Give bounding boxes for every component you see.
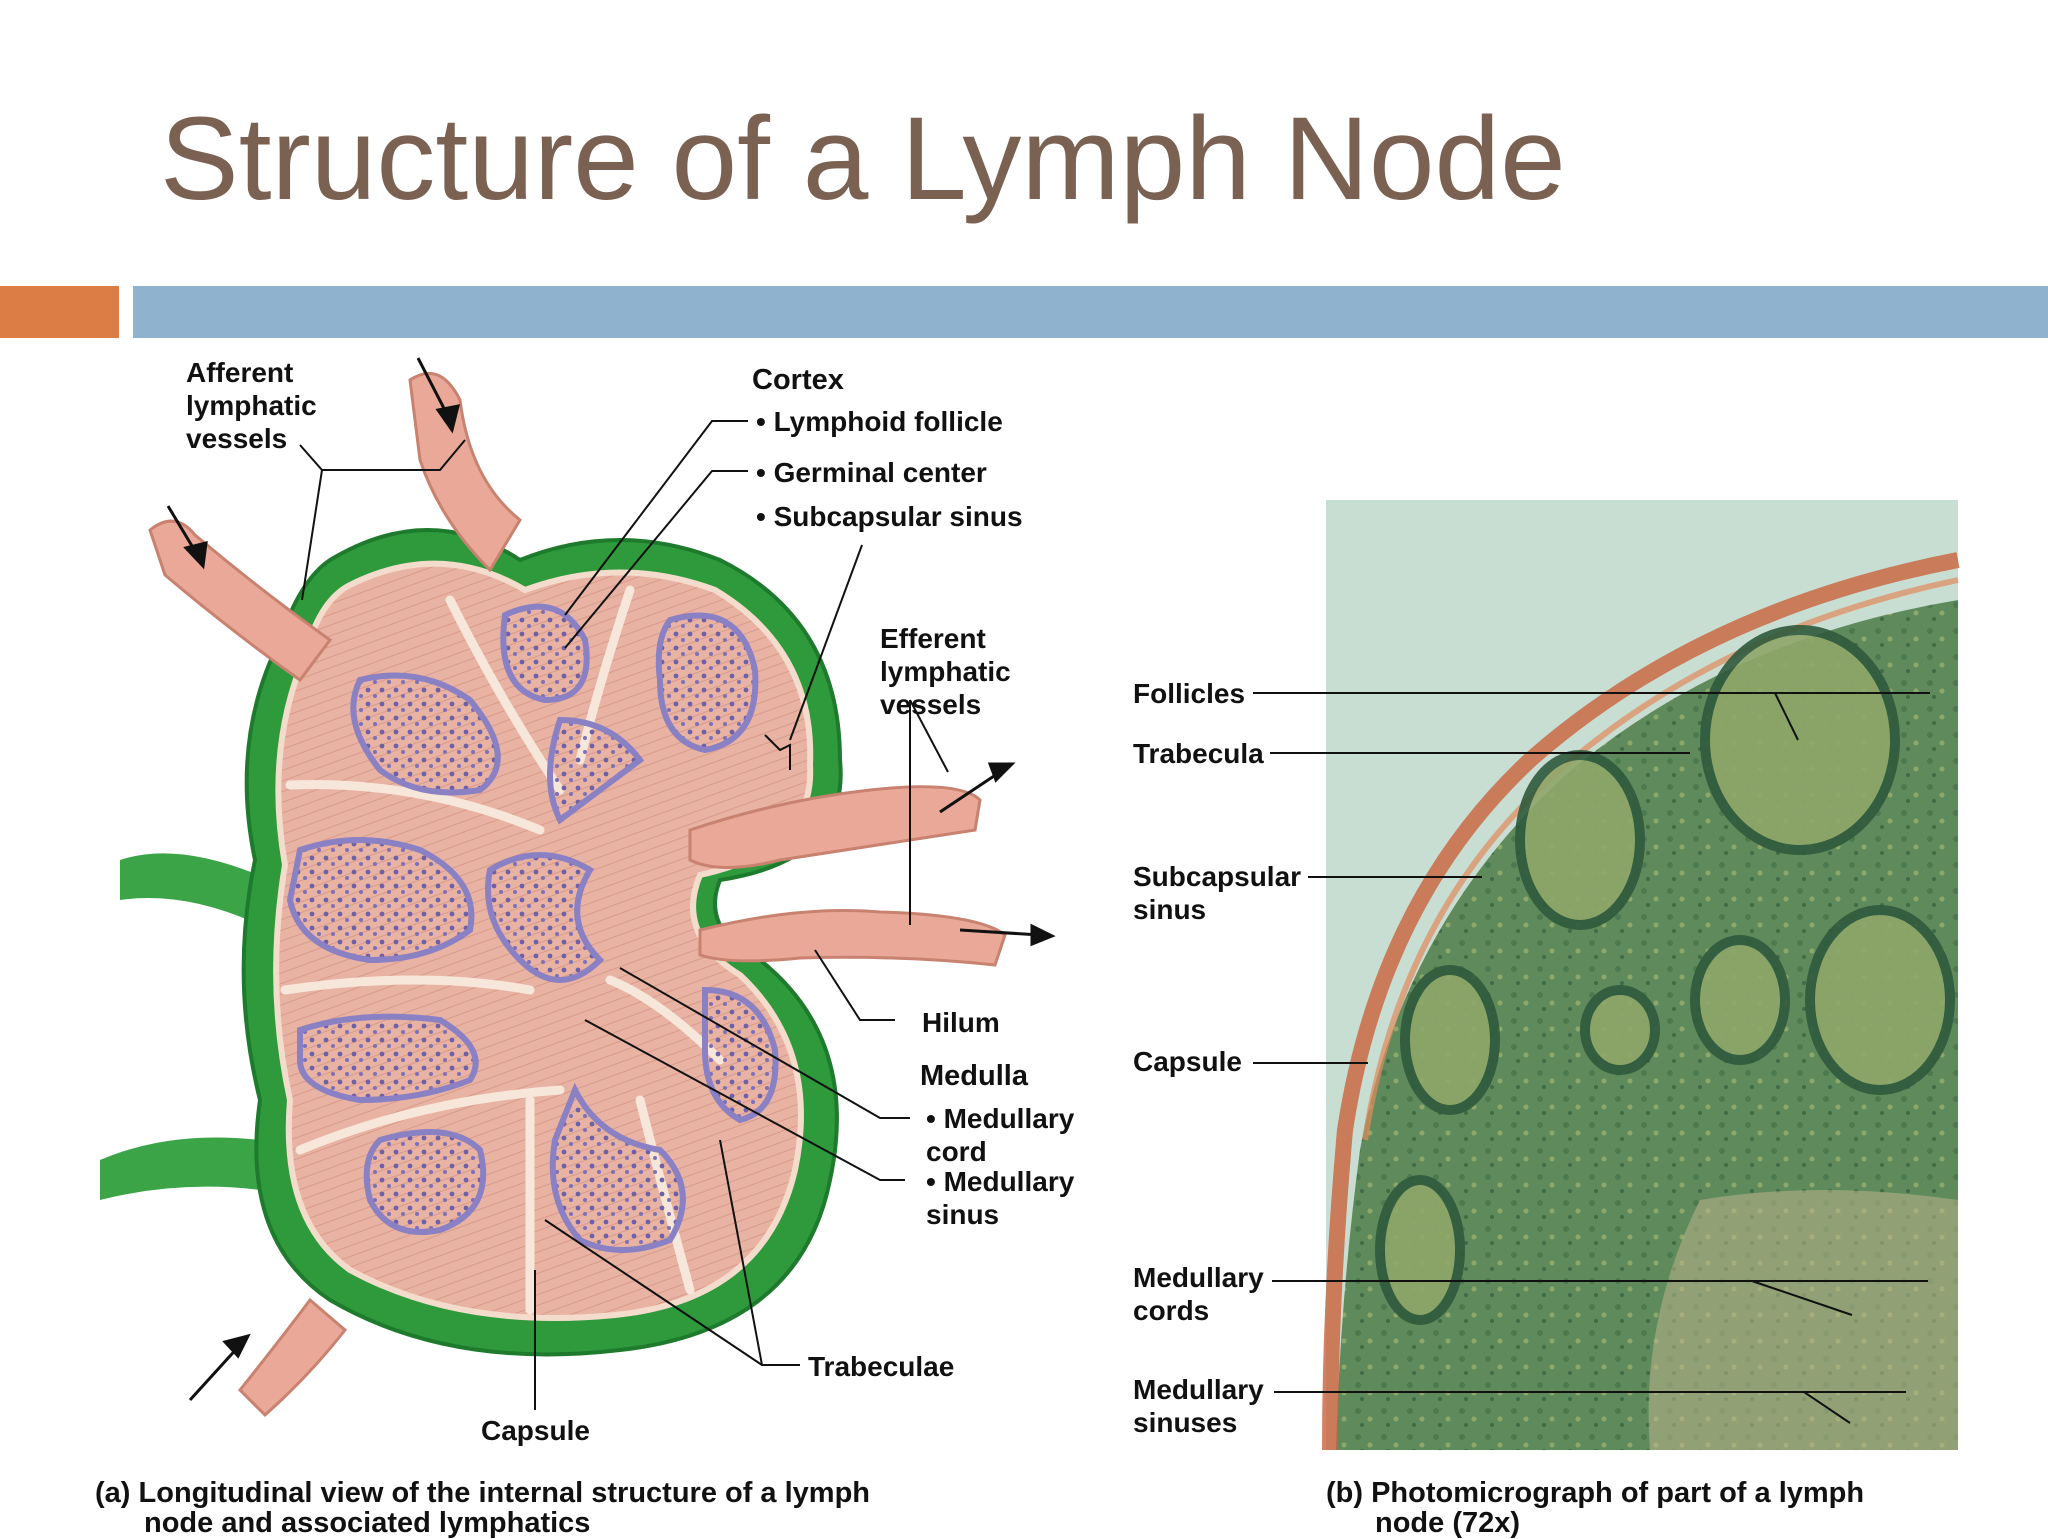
efferent-vessel xyxy=(688,785,982,869)
caption-b: (b) Photomicrograph of part of a lymph n… xyxy=(1326,1478,1864,1538)
panel-a-leaders xyxy=(299,420,949,1410)
panel-b-leaders xyxy=(1253,692,1930,1424)
label-hilum: Hilum xyxy=(922,1007,1000,1038)
label-capsule-a: Capsule xyxy=(481,1415,590,1446)
photomicrograph xyxy=(1322,500,1960,1451)
label-efferent-vessels: Efferent lymphatic vessels xyxy=(880,623,1011,720)
afferent-vessel xyxy=(148,519,333,683)
caption-a-tag: (a) xyxy=(95,1477,131,1509)
caption-b-tag: (b) xyxy=(1326,1477,1364,1509)
follicle xyxy=(500,603,590,704)
caption-b-line2: node (72x) xyxy=(1375,1507,1521,1539)
label-capsule-b: Capsule xyxy=(1133,1046,1242,1077)
label-medullary-sinuses: Medullary sinuses xyxy=(1133,1374,1264,1438)
caption-a: (a) Longitudinal view of the internal st… xyxy=(95,1478,870,1538)
lymph-node-illustration xyxy=(100,357,1056,1418)
label-trabeculae: Trabeculae xyxy=(808,1351,955,1382)
label-medullary-cord: • Medullary cord xyxy=(926,1103,1075,1167)
label-subcapsular-sinus-b: Subcapsular sinus xyxy=(1133,861,1302,925)
label-medulla: Medulla xyxy=(920,1060,1028,1092)
medulla-cords xyxy=(485,852,605,983)
label-lymphoid-follicle: • Lymphoid follicle xyxy=(756,406,1003,437)
efferent-vessel xyxy=(698,908,1007,967)
afferent-vessel xyxy=(408,371,522,573)
label-cortex: Cortex xyxy=(752,364,844,396)
follicle xyxy=(655,612,759,754)
caption-a-line2: node and associated lymphatics xyxy=(144,1507,591,1539)
vessel-left-upper xyxy=(120,853,270,930)
accent-bar-orange xyxy=(0,286,119,338)
page-title: Structure of a Lymph Node xyxy=(160,93,1566,225)
accent-bar-blue xyxy=(133,286,2048,338)
afferent-vessel xyxy=(237,1297,348,1418)
label-follicles: Follicles xyxy=(1133,678,1246,709)
follicle xyxy=(350,672,501,796)
label-afferent-vessels: Afferent lymphatic vessels xyxy=(186,357,317,454)
label-medullary-sinus: • Medullary sinus xyxy=(926,1166,1075,1230)
label-germinal-center: • Germinal center xyxy=(756,457,987,488)
follicle xyxy=(286,837,475,964)
follicle xyxy=(363,1129,487,1235)
vessel-left-lower xyxy=(100,1137,260,1200)
label-medullary-cords: Medullary cords xyxy=(1133,1262,1264,1326)
label-subcapsular-sinus-a: • Subcapsular sinus xyxy=(756,501,1023,532)
caption-b-line1: Photomicrograph of part of a lymph xyxy=(1371,1477,1865,1509)
label-trabecula: Trabecula xyxy=(1133,738,1264,769)
follicle xyxy=(297,1013,479,1104)
micro-capsule xyxy=(1322,552,1960,1451)
medulla-cords xyxy=(547,716,645,825)
follicle xyxy=(549,1082,686,1253)
caption-a-line1: Longitudinal view of the internal struct… xyxy=(138,1477,871,1509)
